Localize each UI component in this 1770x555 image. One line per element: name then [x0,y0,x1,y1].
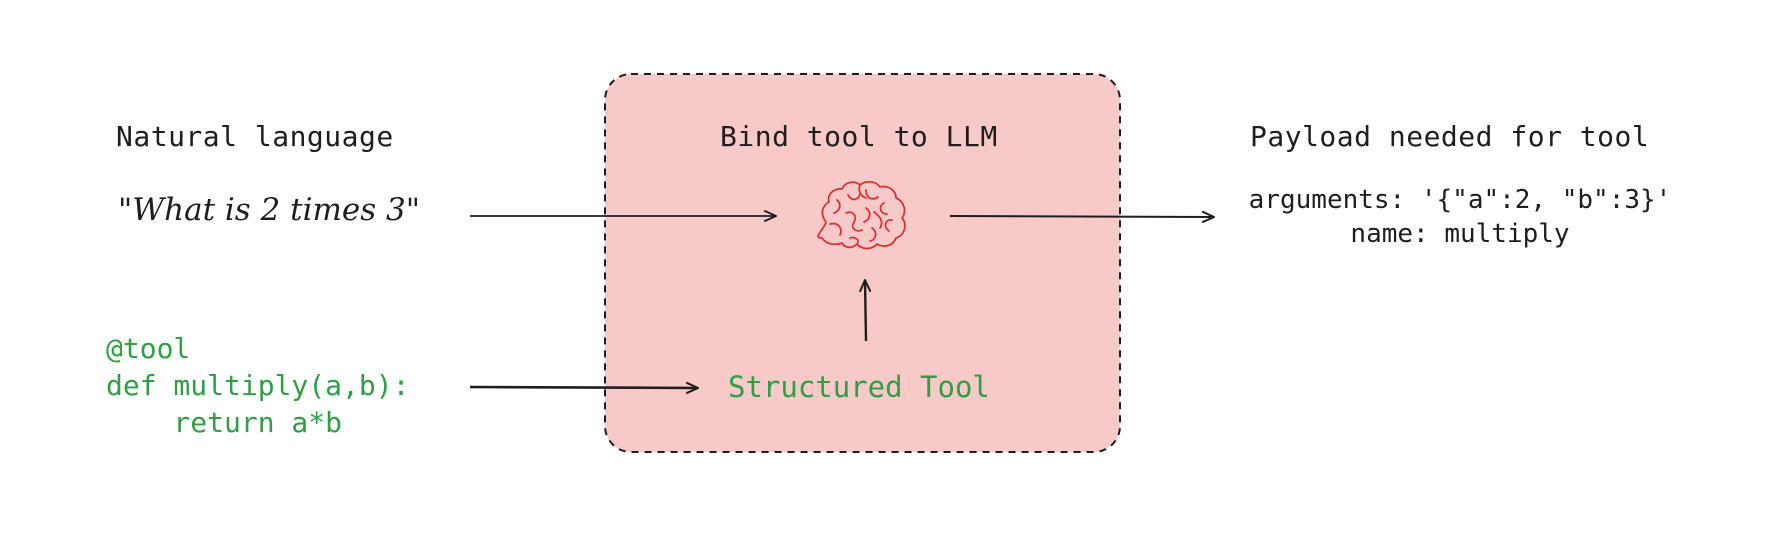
arrow-llm-to-payload [949,210,1215,223]
bind-box [604,73,1121,453]
arrow-code-to-tool [469,381,699,394]
natural-language-heading: Natural language [116,120,394,153]
bind-tool-heading: Bind tool to LLM [720,120,998,153]
code-line-return: return a*b [106,406,343,439]
structured-tool-label: Structured Tool [728,370,990,404]
payload-name: name: multiply [1350,219,1570,249]
arrow-tool-to-llm [859,279,872,342]
payload-block: arguments: '{"a":2, "b":3}' name: multip… [1230,183,1690,251]
payload-heading: Payload needed for tool [1250,120,1650,153]
brain-icon [817,180,906,250]
query-text: "What is 2 times 3" [118,192,420,228]
tool-code-block: @tool def multiply(a,b): return a*b [106,330,409,441]
payload-arguments: arguments: '{"a":2, "b":3}' [1248,185,1672,215]
code-line-decorator: @tool [106,332,191,365]
code-line-def: def multiply(a,b): [106,369,410,402]
